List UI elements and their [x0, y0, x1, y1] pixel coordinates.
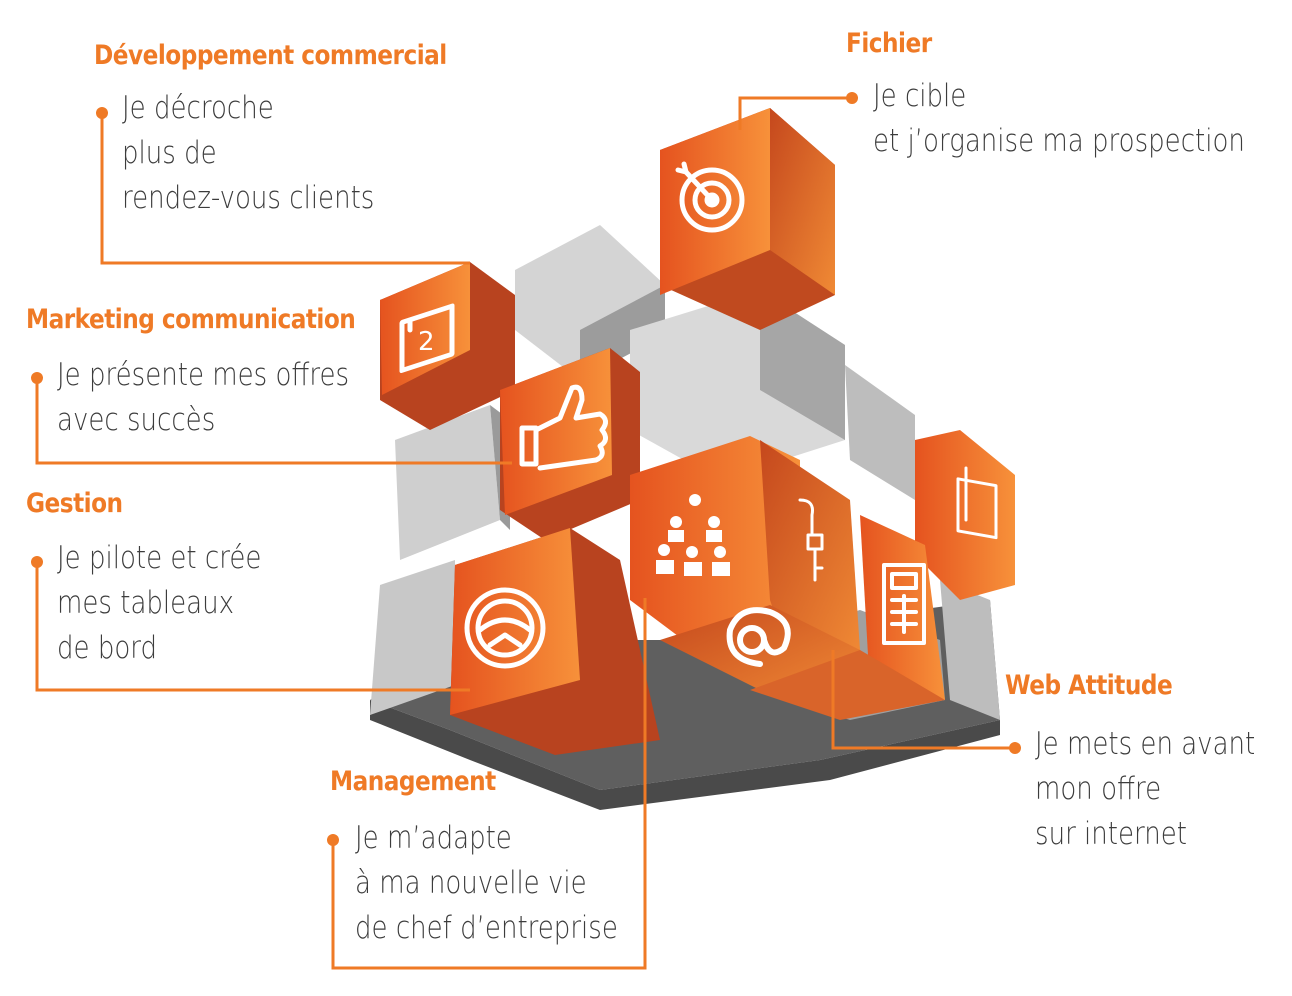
calendar-icon: 2: [399, 303, 455, 374]
section-developpement: Développement commercial: [94, 40, 504, 71]
section-web: Web Attitude: [1005, 670, 1199, 701]
team-icon: [656, 494, 730, 576]
target-icon: [675, 161, 745, 233]
section-fichier-desc: Je cible et j’organise ma prospection: [873, 74, 1245, 164]
desc-line: Je décroche: [122, 90, 274, 126]
connector-gestion: [35, 562, 470, 692]
desc-line: Je présente mes offres: [57, 357, 350, 393]
section-developpement-desc: Je décroche plus de rendez-vous clients: [122, 86, 374, 221]
connectors: [35, 96, 1015, 970]
connector-marketing: [35, 378, 512, 465]
desc-line: mon offre: [1035, 771, 1162, 807]
section-management: Management: [330, 766, 523, 797]
desc-line: Je m’adapte: [355, 820, 512, 856]
desc-line: avec succès: [57, 402, 216, 438]
thumbs-up-icon: [519, 384, 608, 471]
section-web-desc: Je mets en avant mon offre sur internet: [1035, 722, 1255, 857]
section-management-desc: Je m’adapte à ma nouvelle vie de chef d’…: [355, 816, 618, 951]
section-gestion-desc: Je pilote et crée mes tableaux de bord: [57, 536, 261, 671]
section-marketing-desc: Je présente mes offres avec succès: [57, 353, 349, 443]
desc-line: de bord: [57, 630, 158, 666]
connector-dots: [31, 92, 1021, 846]
section-title: Management: [330, 766, 496, 797]
desc-line: à ma nouvelle vie: [355, 865, 587, 901]
calculator-icon: [882, 563, 926, 645]
orange-cubes: [380, 108, 1015, 755]
section-fichier: Fichier: [846, 28, 946, 59]
notebook-icon: [956, 466, 998, 540]
connector-web: [831, 650, 1015, 750]
desc-line: mes tableaux: [57, 585, 235, 621]
section-title: Gestion: [26, 488, 123, 519]
desc-line: Je cible: [873, 78, 967, 114]
desc-line: plus de: [122, 135, 217, 171]
desc-line: rendez-vous clients: [122, 180, 375, 216]
section-title: Marketing communication: [26, 304, 356, 335]
connector-developpement: [100, 113, 470, 265]
steering-wheel-icon: [464, 587, 546, 669]
section-title: Développement commercial: [94, 40, 447, 71]
section-gestion: Gestion: [26, 488, 138, 519]
section-marketing: Marketing communication: [26, 304, 409, 335]
desc-line: Je mets en avant: [1035, 726, 1256, 762]
connector-fichier: [738, 96, 852, 130]
cube-base-edge: [370, 700, 1000, 810]
section-title: Fichier: [846, 28, 932, 59]
key-icon: [798, 498, 824, 582]
desc-line: et j’organise ma prospection: [873, 123, 1245, 159]
svg-text:2: 2: [418, 327, 435, 357]
connector-management: [331, 598, 647, 970]
section-title: Web Attitude: [1005, 670, 1173, 701]
desc-line: de chef d’entreprise: [355, 910, 618, 946]
at-sign-icon: [726, 607, 791, 667]
desc-line: Je pilote et crée: [57, 540, 262, 576]
desc-line: sur internet: [1035, 816, 1188, 852]
